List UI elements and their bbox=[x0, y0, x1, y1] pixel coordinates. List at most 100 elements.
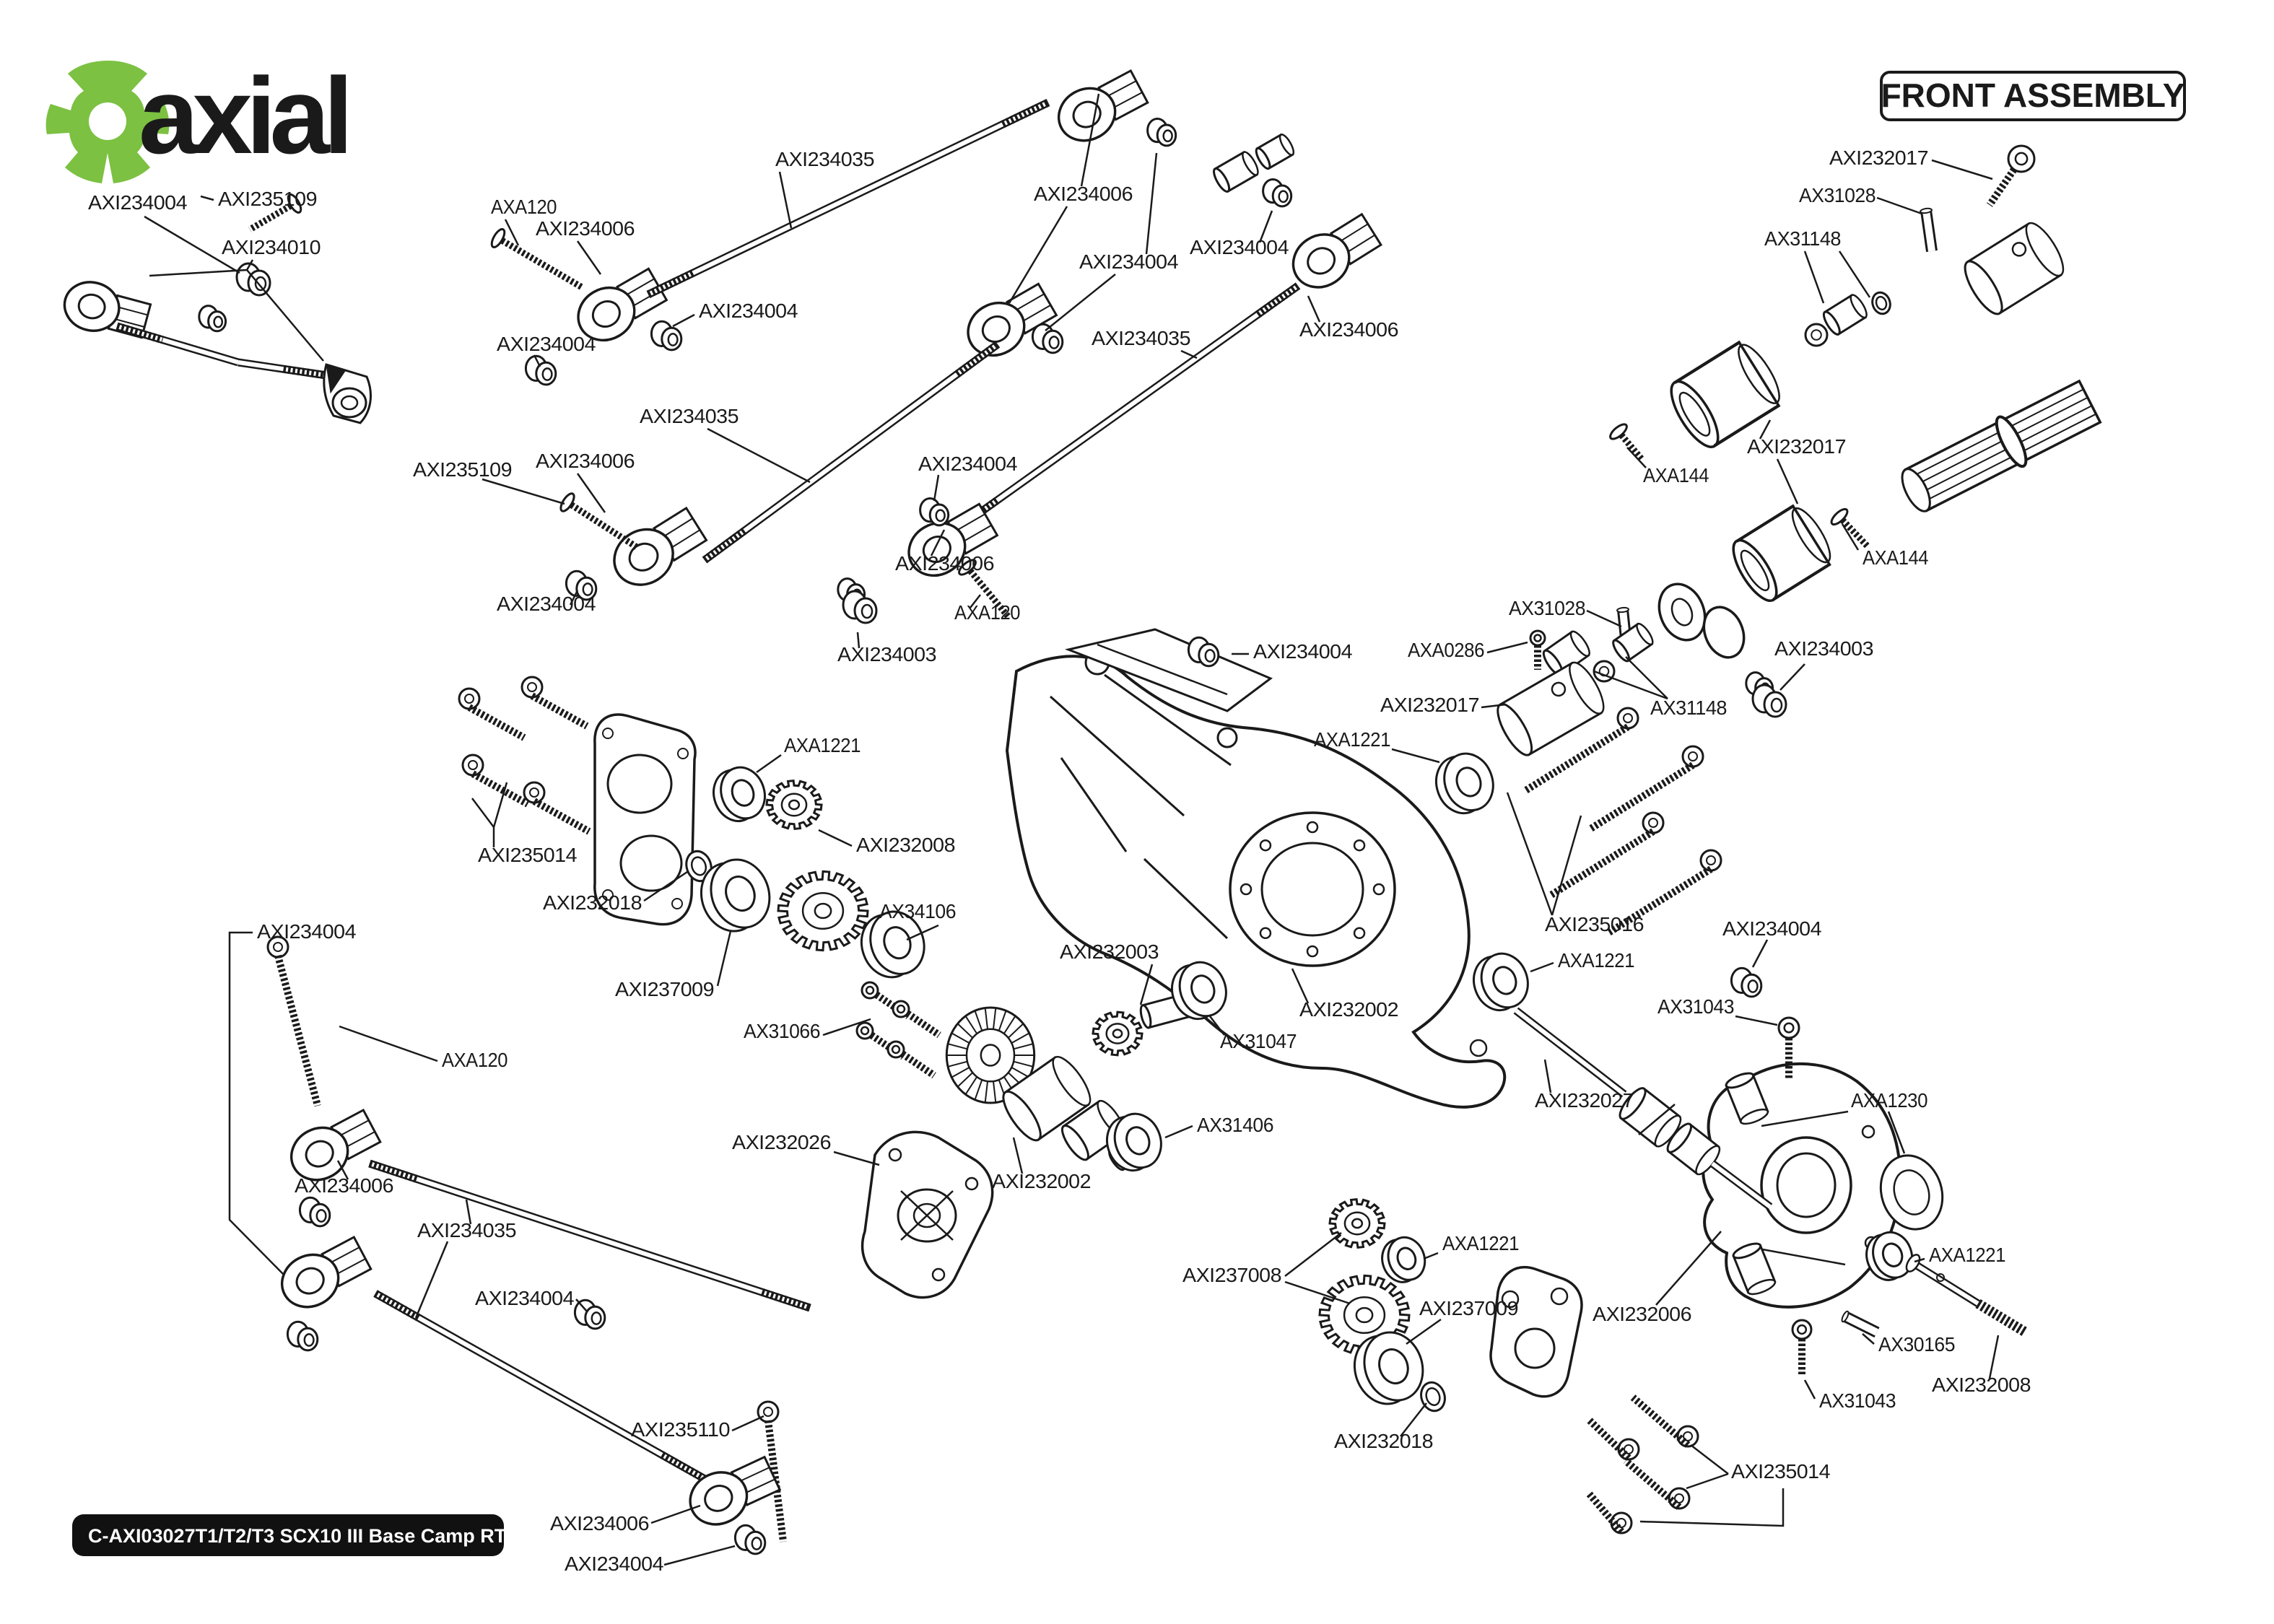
leader-line bbox=[1625, 656, 1668, 699]
part-callout-label: AXI234004 bbox=[1190, 236, 1289, 258]
leader-line bbox=[716, 930, 732, 987]
leader-line bbox=[970, 594, 981, 608]
part-callout-label: AXI234004 bbox=[475, 1287, 574, 1309]
axial-brand-text: axial bbox=[139, 55, 347, 176]
part-callout-label: AXI234004 bbox=[918, 453, 1017, 475]
leader-line bbox=[1307, 295, 1321, 323]
leader-line bbox=[465, 1199, 472, 1225]
leader-line bbox=[200, 195, 214, 201]
part-callout-label: AXI234006 bbox=[536, 450, 635, 472]
part-callout-label: AXI234004 bbox=[497, 593, 596, 615]
part-callout-label: AXI234035 bbox=[417, 1219, 516, 1241]
part-callout-label: AXI235109 bbox=[413, 458, 512, 481]
part-callout-label: AXI232017 bbox=[1747, 435, 1846, 458]
part-callout-label: AXI234006 bbox=[1034, 183, 1133, 205]
part-callout-label: AXI234006 bbox=[295, 1174, 393, 1197]
part-callout-label: AXI232027 bbox=[1535, 1089, 1634, 1112]
part-callout-label: AXI234004 bbox=[1253, 640, 1352, 663]
leader-line bbox=[1543, 1059, 1552, 1093]
part-callout-label: AXI232002 bbox=[1299, 998, 1398, 1021]
footer-part-label: C-AXI03027T1/T2/T3 SCX10 III Base Camp R… bbox=[88, 1525, 520, 1547]
part-callout-label: AXI237009 bbox=[615, 978, 714, 1000]
part-callout-label: AX31148 bbox=[1650, 697, 1727, 719]
part-callout-label: AXI234003 bbox=[837, 643, 936, 665]
leader-line bbox=[1284, 1280, 1351, 1305]
leader-line bbox=[336, 1160, 349, 1180]
leader-line bbox=[1776, 458, 1799, 505]
leader-line bbox=[414, 1241, 449, 1319]
leader-lines bbox=[144, 93, 2000, 1566]
title-box: FRONT ASSEMBLY bbox=[1880, 71, 2186, 121]
leader-line bbox=[663, 1545, 736, 1566]
leader-line bbox=[906, 924, 939, 941]
leader-line bbox=[576, 240, 602, 275]
leader-line bbox=[818, 829, 853, 847]
part-callout-label: AXA1230 bbox=[1851, 1089, 1927, 1112]
part-callout-label: AXI234006 bbox=[895, 552, 994, 575]
leader-line bbox=[1139, 964, 1154, 1005]
leader-line bbox=[569, 590, 579, 606]
part-callout-label: AX30165 bbox=[1878, 1333, 1955, 1355]
part-callout-label: AX31148 bbox=[1764, 227, 1841, 250]
leader-line bbox=[1012, 1137, 1024, 1174]
leader-line bbox=[1530, 961, 1554, 973]
leader-line bbox=[756, 754, 782, 774]
leader-line bbox=[1639, 1488, 1785, 1527]
leader-line bbox=[246, 269, 324, 362]
leader-line bbox=[1876, 196, 1922, 215]
part-callout-label: AXI232017 bbox=[1829, 147, 1928, 169]
leader-line bbox=[533, 354, 541, 367]
leader-line bbox=[1838, 250, 1871, 298]
part-callout-label: AXI237008 bbox=[1182, 1264, 1281, 1286]
part-callout-label: AX31066 bbox=[744, 1020, 820, 1042]
part-callout-label: AXI234006 bbox=[1299, 318, 1398, 341]
leader-line bbox=[1284, 1232, 1342, 1277]
leader-line bbox=[144, 215, 240, 274]
part-callout-label: AXI232018 bbox=[1334, 1430, 1433, 1452]
part-callout-label: AX31047 bbox=[1220, 1030, 1297, 1052]
footer-part-box: C-AXI03027T1/T2/T3 SCX10 III Base Camp R… bbox=[72, 1514, 520, 1556]
leader-line bbox=[1931, 159, 1993, 180]
part-callout-label: AXI235016 bbox=[1545, 913, 1644, 935]
leader-line bbox=[707, 427, 811, 484]
part-callout-label: AXI237009 bbox=[1419, 1297, 1518, 1319]
part-callout-label: AXA1221 bbox=[1442, 1232, 1519, 1254]
part-callout-label: AXI234006 bbox=[536, 217, 635, 240]
leader-line bbox=[1690, 1444, 1729, 1475]
part-callout-label: AXI235109 bbox=[218, 188, 317, 210]
leader-line bbox=[650, 1504, 701, 1524]
part-callout-label: AXI234004 bbox=[497, 333, 596, 355]
part-callout-label: AXI234004 bbox=[1722, 917, 1821, 940]
leader-line bbox=[731, 1415, 764, 1432]
part-callout-label: AXI232026 bbox=[732, 1131, 831, 1153]
part-callout-label: AXI234035 bbox=[640, 405, 739, 427]
leader-line bbox=[930, 529, 946, 556]
leader-line bbox=[1145, 152, 1158, 255]
leader-line bbox=[1406, 1318, 1442, 1345]
part-callout-label: AXI235110 bbox=[631, 1418, 730, 1441]
leader-line bbox=[1759, 419, 1772, 440]
leader-line bbox=[1481, 703, 1507, 709]
leader-line bbox=[643, 870, 688, 902]
leader-line bbox=[1655, 1231, 1722, 1306]
leader-line bbox=[1258, 210, 1273, 243]
leader-line bbox=[1626, 447, 1647, 468]
leader-line bbox=[1291, 968, 1310, 1004]
leader-line bbox=[856, 632, 861, 649]
leader-line bbox=[1803, 250, 1825, 304]
part-callout-label: AXA144 bbox=[1643, 464, 1709, 486]
part-callout-label: AXI234035 bbox=[775, 148, 874, 170]
leader-line bbox=[833, 1151, 880, 1166]
title-label: FRONT ASSEMBLY bbox=[1881, 77, 2185, 114]
leader-line bbox=[1400, 1402, 1427, 1437]
part-callout-label: AXI234004 bbox=[565, 1553, 663, 1575]
leader-line bbox=[1180, 349, 1198, 359]
part-callout-label: AXA120 bbox=[442, 1049, 507, 1071]
leader-line bbox=[1391, 748, 1440, 764]
leader-line bbox=[1686, 1472, 1729, 1490]
part-callout-label: AXI234004 bbox=[88, 191, 187, 214]
part-callout-label: AXI232002 bbox=[992, 1170, 1091, 1192]
part-callout-label: AX34106 bbox=[879, 900, 956, 922]
leader-line bbox=[778, 171, 793, 229]
